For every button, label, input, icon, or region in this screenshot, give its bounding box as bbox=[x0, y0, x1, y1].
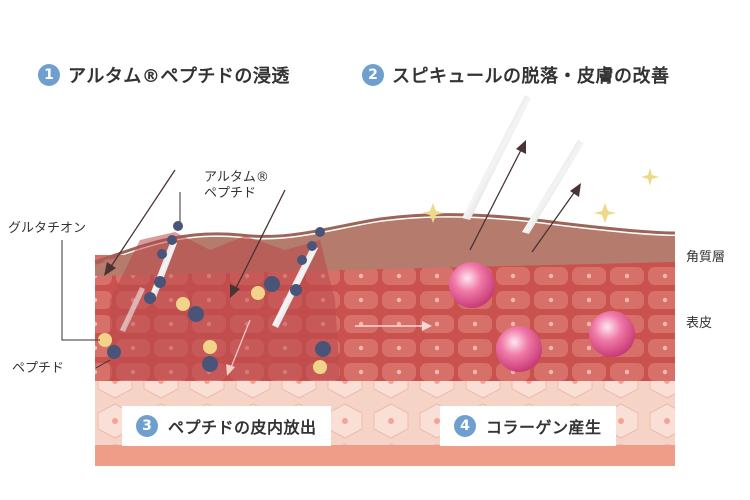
step-4-badge: 4 bbox=[454, 415, 476, 437]
step-4-label: コラーゲン産生 bbox=[486, 418, 602, 437]
step-1-heading: 1 アルタム®ペプチドの浸透 bbox=[38, 62, 290, 88]
peptide-molecules bbox=[98, 221, 331, 374]
collagen-sphere bbox=[589, 311, 635, 357]
dermis-bottom-band bbox=[95, 445, 675, 466]
peptide-leader bbox=[95, 359, 111, 369]
spicule bbox=[120, 287, 145, 332]
step-2-heading: 2 スピキュールの脱落・皮膚の改善 bbox=[362, 62, 670, 88]
stratum-corneum-label: 角質層 bbox=[686, 250, 726, 265]
penetration-zone bbox=[110, 232, 340, 380]
step-1-label: アルタム®ペプチドの浸透 bbox=[68, 66, 290, 87]
collagen-sphere bbox=[496, 326, 542, 372]
peptide-callout: ペプチド bbox=[12, 361, 65, 376]
step-2-badge: 2 bbox=[362, 64, 384, 86]
sparkle-icons bbox=[422, 168, 659, 223]
glutathione-leader bbox=[61, 240, 100, 341]
collagen-sphere bbox=[449, 262, 495, 308]
stratum-corneum-top bbox=[94, 213, 676, 264]
altam-peptide-line2: ペプチド bbox=[204, 186, 257, 201]
altam-peptide-line1: アルタム® bbox=[204, 170, 269, 185]
step-2-label: スピキュールの脱落・皮膚の改善 bbox=[392, 66, 670, 87]
ejected-spicule bbox=[462, 95, 531, 220]
epidermis-label: 表皮 bbox=[686, 316, 713, 331]
altam-peptide-callout: アルタム® ペプチド bbox=[204, 170, 269, 202]
step-3-label: ペプチドの皮内放出 bbox=[168, 418, 317, 437]
step-3-badge: 3 bbox=[136, 415, 158, 437]
step-3-plate: 3 ペプチドの皮内放出 bbox=[122, 406, 331, 446]
step-4-plate: 4 コラーゲン産生 bbox=[440, 406, 616, 446]
spicule bbox=[148, 240, 177, 303]
step-1-badge: 1 bbox=[38, 64, 60, 86]
glutathione-callout: グルタチオン bbox=[8, 221, 87, 236]
ejected-spicule bbox=[522, 140, 584, 234]
